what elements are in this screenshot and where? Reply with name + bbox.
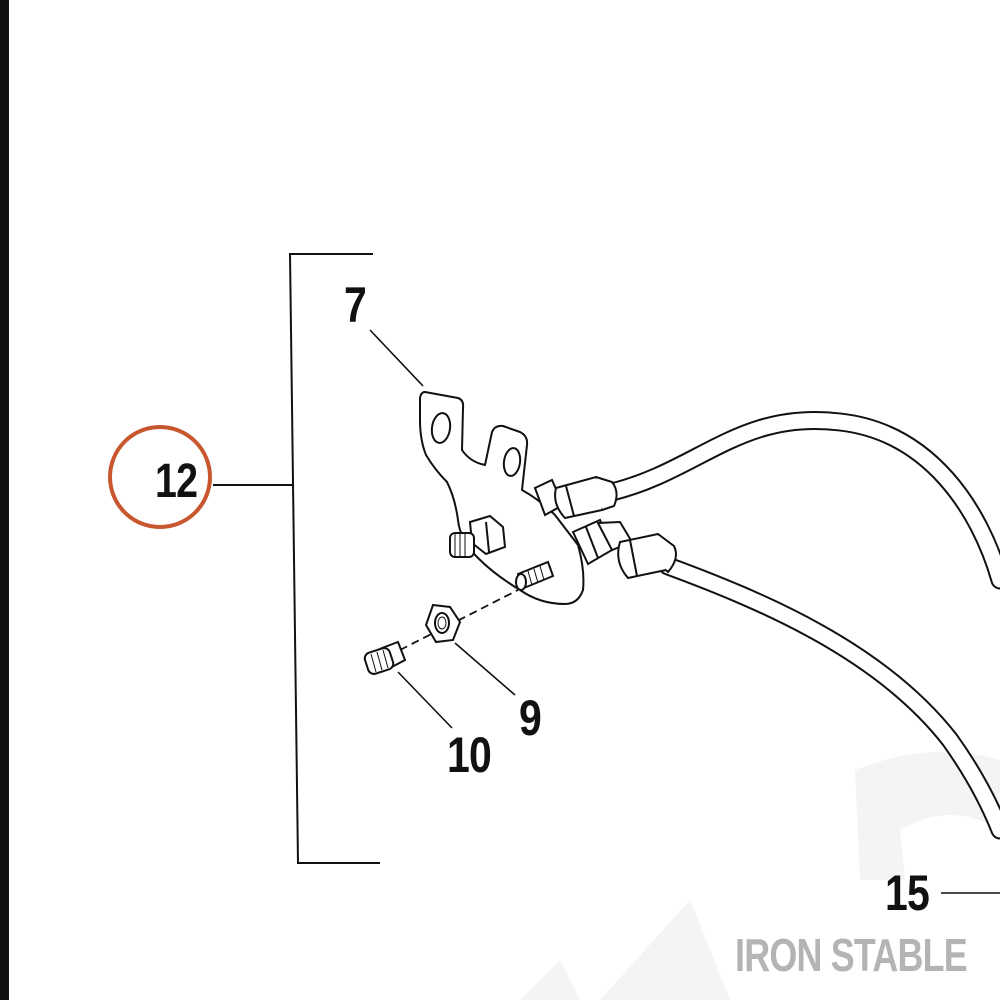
callout-10: 10 bbox=[447, 727, 492, 783]
callout-15: 15 bbox=[885, 865, 930, 921]
lower-hose-fitting bbox=[617, 532, 677, 580]
plate-hole-lower bbox=[502, 447, 522, 477]
watermark-shapes bbox=[520, 752, 1000, 1000]
hex-nut bbox=[424, 603, 462, 644]
assembly-bracket bbox=[213, 253, 380, 864]
mounting-plate bbox=[419, 391, 585, 605]
plate-hole-upper bbox=[430, 412, 452, 444]
leader-lines bbox=[369, 329, 1000, 894]
bleeder-fitting-left bbox=[449, 514, 507, 558]
dust-cap bbox=[363, 640, 407, 675]
left-edge-bar bbox=[0, 0, 9, 1000]
callout-9: 9 bbox=[519, 690, 542, 746]
upper-brake-line bbox=[602, 411, 1000, 590]
threaded-stud bbox=[515, 560, 555, 591]
highlight-circle-12 bbox=[108, 425, 212, 529]
lower-brake-line bbox=[658, 556, 1000, 840]
watermark-text: IRON STABLE bbox=[735, 929, 968, 981]
callout-12: 12 bbox=[155, 455, 198, 508]
callout-7: 7 bbox=[344, 277, 367, 333]
upper-hose-fitting bbox=[554, 475, 618, 520]
